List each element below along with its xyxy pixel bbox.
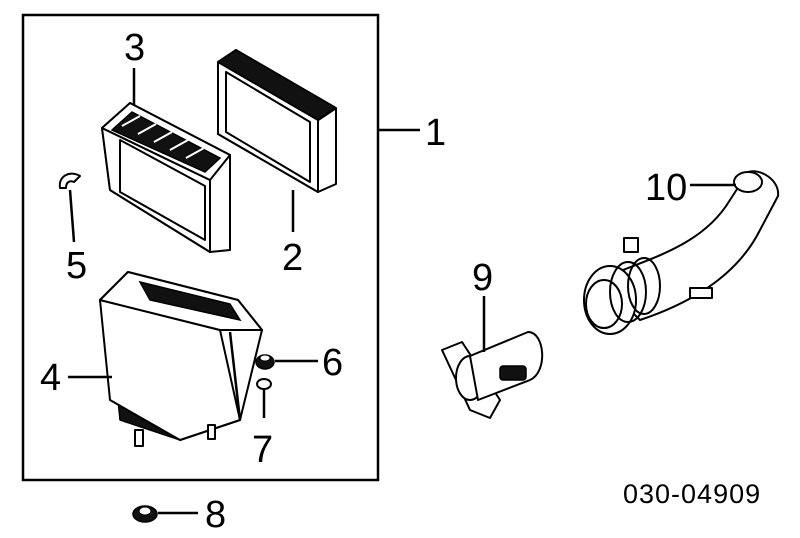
leader-lines: [68, 68, 736, 515]
callout-4: 4: [40, 357, 61, 399]
grommet-part: [255, 354, 275, 370]
callout-7: 7: [252, 429, 273, 471]
housing-cover-part: [101, 102, 231, 253]
callout-8: 8: [205, 494, 226, 536]
callout-3: 3: [124, 27, 145, 69]
callout-6: 6: [322, 342, 343, 384]
callout-5: 5: [66, 245, 87, 287]
nut-part: [132, 505, 158, 523]
intake-duct-part: [583, 170, 780, 335]
callout-9: 9: [472, 257, 493, 299]
diagram-code: 030-04909: [623, 479, 761, 509]
callout-1: 1: [425, 112, 446, 154]
clip-part: [58, 172, 81, 189]
air-filter-element-part: [216, 49, 338, 193]
assembly-box: [21, 13, 380, 482]
airflow-sensor-part: [441, 331, 544, 419]
lower-case-part: [99, 271, 263, 447]
callout-2: 2: [282, 237, 303, 279]
callout-10: 10: [645, 167, 687, 209]
bolt-part: [256, 378, 272, 402]
